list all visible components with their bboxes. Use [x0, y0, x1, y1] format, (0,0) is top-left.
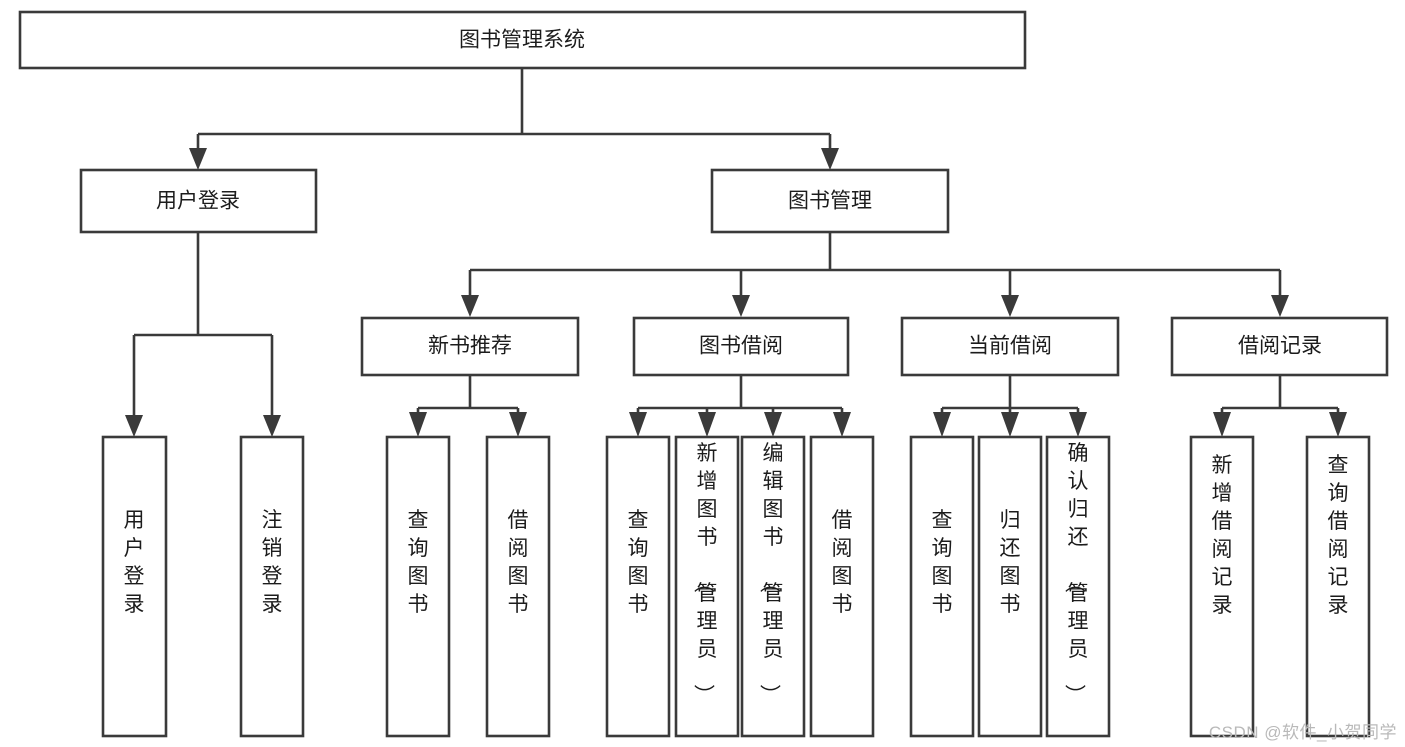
node-leaf-add-record[interactable]: 新增借阅记录 [1189, 435, 1255, 738]
arrow-head-user-login [189, 148, 207, 170]
connector-group-current-borrow [933, 375, 1087, 437]
node-leaf-borrow-book-1-box[interactable] [485, 435, 551, 738]
node-leaf-borrow-book-2-box[interactable] [809, 435, 875, 738]
node-leaf-query-book-3-box[interactable] [909, 435, 975, 738]
node-leaf-add-record-box[interactable] [1189, 435, 1255, 738]
arrow-head-leaf-user-login [125, 415, 143, 437]
node-leaf-user-logout[interactable]: 注销登录 [239, 435, 305, 738]
node-leaf-confirm-return[interactable]: 确认归还（管理员） [1045, 435, 1111, 738]
node-leaf-borrow-book-2-label: 借阅图书 [832, 509, 853, 616]
node-leaf-edit-book[interactable]: 编辑图书（管理员） [740, 435, 806, 738]
node-book-borrow-box[interactable] [632, 316, 850, 377]
node-leaf-borrow-book-2[interactable]: 借阅图书 [809, 435, 875, 738]
node-leaf-query-record-box[interactable] [1305, 435, 1371, 738]
node-leaf-query-book-1[interactable]: 查询图书 [385, 435, 451, 738]
node-leaf-query-book-1-box[interactable] [385, 435, 451, 738]
node-leaf-query-book-2[interactable]: 查询图书 [605, 435, 671, 738]
node-leaf-user-login-box[interactable] [101, 435, 168, 738]
arrow-head-leaf-query-book-3 [933, 412, 951, 437]
arrow-head-current-borrow [1001, 295, 1019, 317]
node-book-manage-label: 图书管理 [788, 190, 872, 213]
node-current-borrow[interactable]: 当前借阅 [900, 316, 1120, 377]
node-user-login-box[interactable] [79, 168, 318, 234]
node-leaf-return-book[interactable]: 归还图书 [977, 435, 1043, 738]
node-root[interactable]: 图书管理系统 [18, 10, 1027, 70]
node-leaf-return-book-box[interactable] [977, 435, 1043, 738]
node-user-login-label: 用户登录 [156, 190, 240, 213]
node-new-book-recommend-box[interactable] [360, 316, 580, 377]
node-leaf-query-book-2-box[interactable] [605, 435, 671, 738]
node-book-borrow-label: 图书借阅 [699, 335, 783, 358]
arrow-head-book-borrow [732, 295, 750, 317]
connector-group-book-manage [461, 232, 1289, 317]
node-leaf-user-logout-label: 注销登录 [262, 509, 283, 616]
arrow-head-leaf-return-book [1001, 412, 1019, 437]
node-leaf-confirm-return-label: 确认归还（管理员） [1063, 442, 1089, 705]
node-current-borrow-label: 当前借阅 [968, 335, 1052, 358]
arrow-head-leaf-borrow-book-1 [509, 412, 527, 437]
arrow-head-leaf-query-book-2 [629, 412, 647, 437]
arrow-head-leaf-edit-book [764, 412, 782, 437]
node-book-borrow[interactable]: 图书借阅 [632, 316, 850, 377]
node-leaf-user-logout-box[interactable] [239, 435, 305, 738]
node-leaf-edit-book-label: 编辑图书（管理员） [758, 442, 784, 705]
node-borrow-record-label: 借阅记录 [1238, 335, 1322, 358]
node-current-borrow-box[interactable] [900, 316, 1120, 377]
arrow-head-leaf-query-book-1 [409, 412, 427, 437]
node-leaf-borrow-book-1-label: 借阅图书 [508, 509, 529, 616]
node-leaf-borrow-book-1[interactable]: 借阅图书 [485, 435, 551, 738]
node-leaf-query-record-label: 查询借阅记录 [1328, 454, 1349, 617]
arrow-head-leaf-add-record [1213, 412, 1231, 437]
arrow-head-leaf-user-logout [263, 415, 281, 437]
node-leaf-query-book-2-label: 查询图书 [628, 509, 649, 616]
node-borrow-record-box[interactable] [1170, 316, 1389, 377]
node-root-label: 图书管理系统 [459, 29, 585, 52]
node-leaf-add-book[interactable]: 新增图书（管理员） [674, 435, 740, 738]
arrow-head-leaf-query-record [1329, 412, 1347, 437]
connector-group-book-borrow [629, 375, 851, 437]
node-leaf-user-login-label: 用户登录 [124, 509, 145, 616]
connector-group-new-book-recommend [409, 375, 527, 437]
node-leaf-add-book-label: 新增图书（管理员） [692, 442, 718, 705]
node-root-box[interactable] [18, 10, 1027, 70]
node-leaf-query-book-3-label: 查询图书 [932, 509, 953, 616]
node-book-manage[interactable]: 图书管理 [710, 168, 950, 234]
node-new-book-recommend[interactable]: 新书推荐 [360, 316, 580, 377]
arrow-head-leaf-borrow-book-2 [833, 412, 851, 437]
node-leaf-user-login[interactable]: 用户登录 [101, 435, 168, 738]
connector-group-user-login [125, 232, 281, 437]
node-user-login[interactable]: 用户登录 [79, 168, 318, 234]
node-leaf-query-book-1-label: 查询图书 [408, 509, 429, 616]
arrow-head-new-book-recommend [461, 295, 479, 317]
node-borrow-record[interactable]: 借阅记录 [1170, 316, 1389, 377]
connector-group-borrow-record [1213, 375, 1347, 437]
arrow-head-borrow-record [1271, 295, 1289, 317]
csdn-watermark: CSDN @软件_小贺同学 [1208, 723, 1397, 742]
node-leaf-return-book-label: 归还图书 [1000, 509, 1021, 616]
arrow-head-leaf-add-book [698, 412, 716, 437]
arrow-head-leaf-confirm-return [1069, 412, 1087, 437]
node-book-manage-box[interactable] [710, 168, 950, 234]
node-leaf-query-book-3[interactable]: 查询图书 [909, 435, 975, 738]
node-leaf-query-record[interactable]: 查询借阅记录 [1305, 435, 1371, 738]
node-leaf-edit-book-box[interactable] [740, 435, 806, 738]
connector-group-root [189, 68, 839, 170]
node-leaf-add-record-label: 新增借阅记录 [1212, 454, 1233, 617]
node-leaf-add-book-box[interactable] [674, 435, 740, 738]
node-new-book-recommend-label: 新书推荐 [428, 335, 512, 358]
arrow-head-book-manage [821, 148, 839, 170]
node-leaf-confirm-return-box[interactable] [1045, 435, 1111, 738]
